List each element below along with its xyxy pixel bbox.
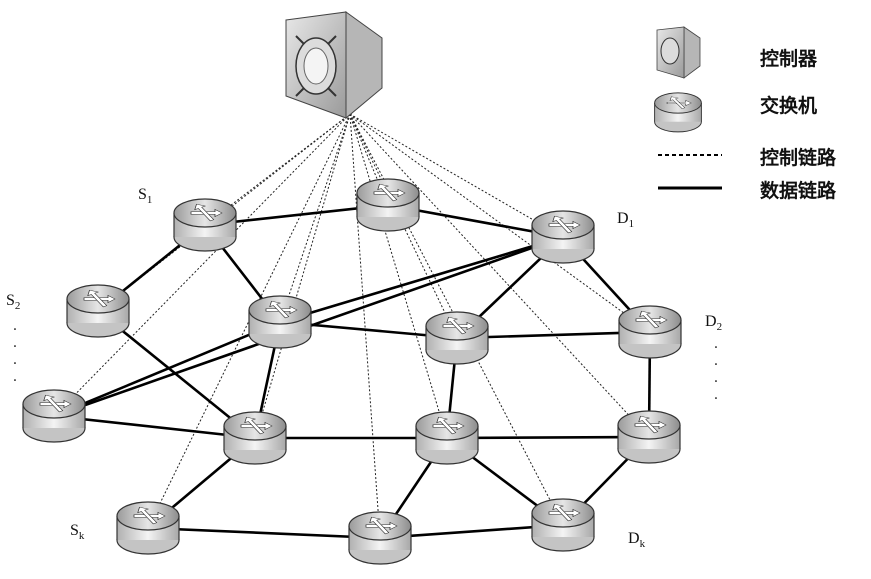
control-link-mid_left [280, 114, 350, 322]
switch-icon-d1 [532, 211, 594, 263]
control-link-right [350, 114, 649, 437]
label-s2: S2 [6, 292, 20, 312]
legend-controller-label: 控制器 [760, 44, 817, 71]
ellipsis-left: ···· [10, 322, 20, 390]
control-link-center_left [255, 114, 350, 438]
legend-data-link-label: 数据链路 [760, 176, 836, 203]
control-link-bottom [350, 114, 380, 538]
switch-icon-sk [117, 502, 179, 554]
switch-nodes [23, 179, 681, 564]
switch-icon-dk [532, 499, 594, 551]
legend-controller-icon [657, 27, 700, 78]
label-dk: Dk [628, 530, 645, 550]
label-d1: D1 [617, 210, 634, 230]
switch-icon-left [23, 390, 85, 442]
legend-switch-icon [655, 93, 702, 132]
control-links [54, 114, 650, 538]
legend-switch-label: 交换机 [760, 91, 817, 118]
label-s1: S1 [138, 186, 152, 206]
switch-icon-mid_left [249, 296, 311, 348]
switch-icon-center_right [416, 412, 478, 464]
switch-icon-d2 [619, 306, 681, 358]
data-link-d1-mid_left [280, 237, 563, 322]
switch-icon-mid_center [426, 312, 488, 364]
switch-icon-s2 [67, 285, 129, 337]
label-d2: D2 [705, 313, 722, 333]
switch-icon-s1 [174, 199, 236, 251]
switch-icon-right [618, 411, 680, 463]
data-link-sk-bottom [148, 528, 380, 538]
switch-icon-center_left [224, 412, 286, 464]
label-sk: Sk [70, 522, 84, 542]
ellipsis-right: ···· [711, 340, 721, 408]
legend-control-link-label: 控制链路 [760, 143, 836, 170]
switch-icon-bottom [349, 512, 411, 564]
controller-icon [286, 12, 382, 118]
switch-icon-top [357, 179, 419, 231]
